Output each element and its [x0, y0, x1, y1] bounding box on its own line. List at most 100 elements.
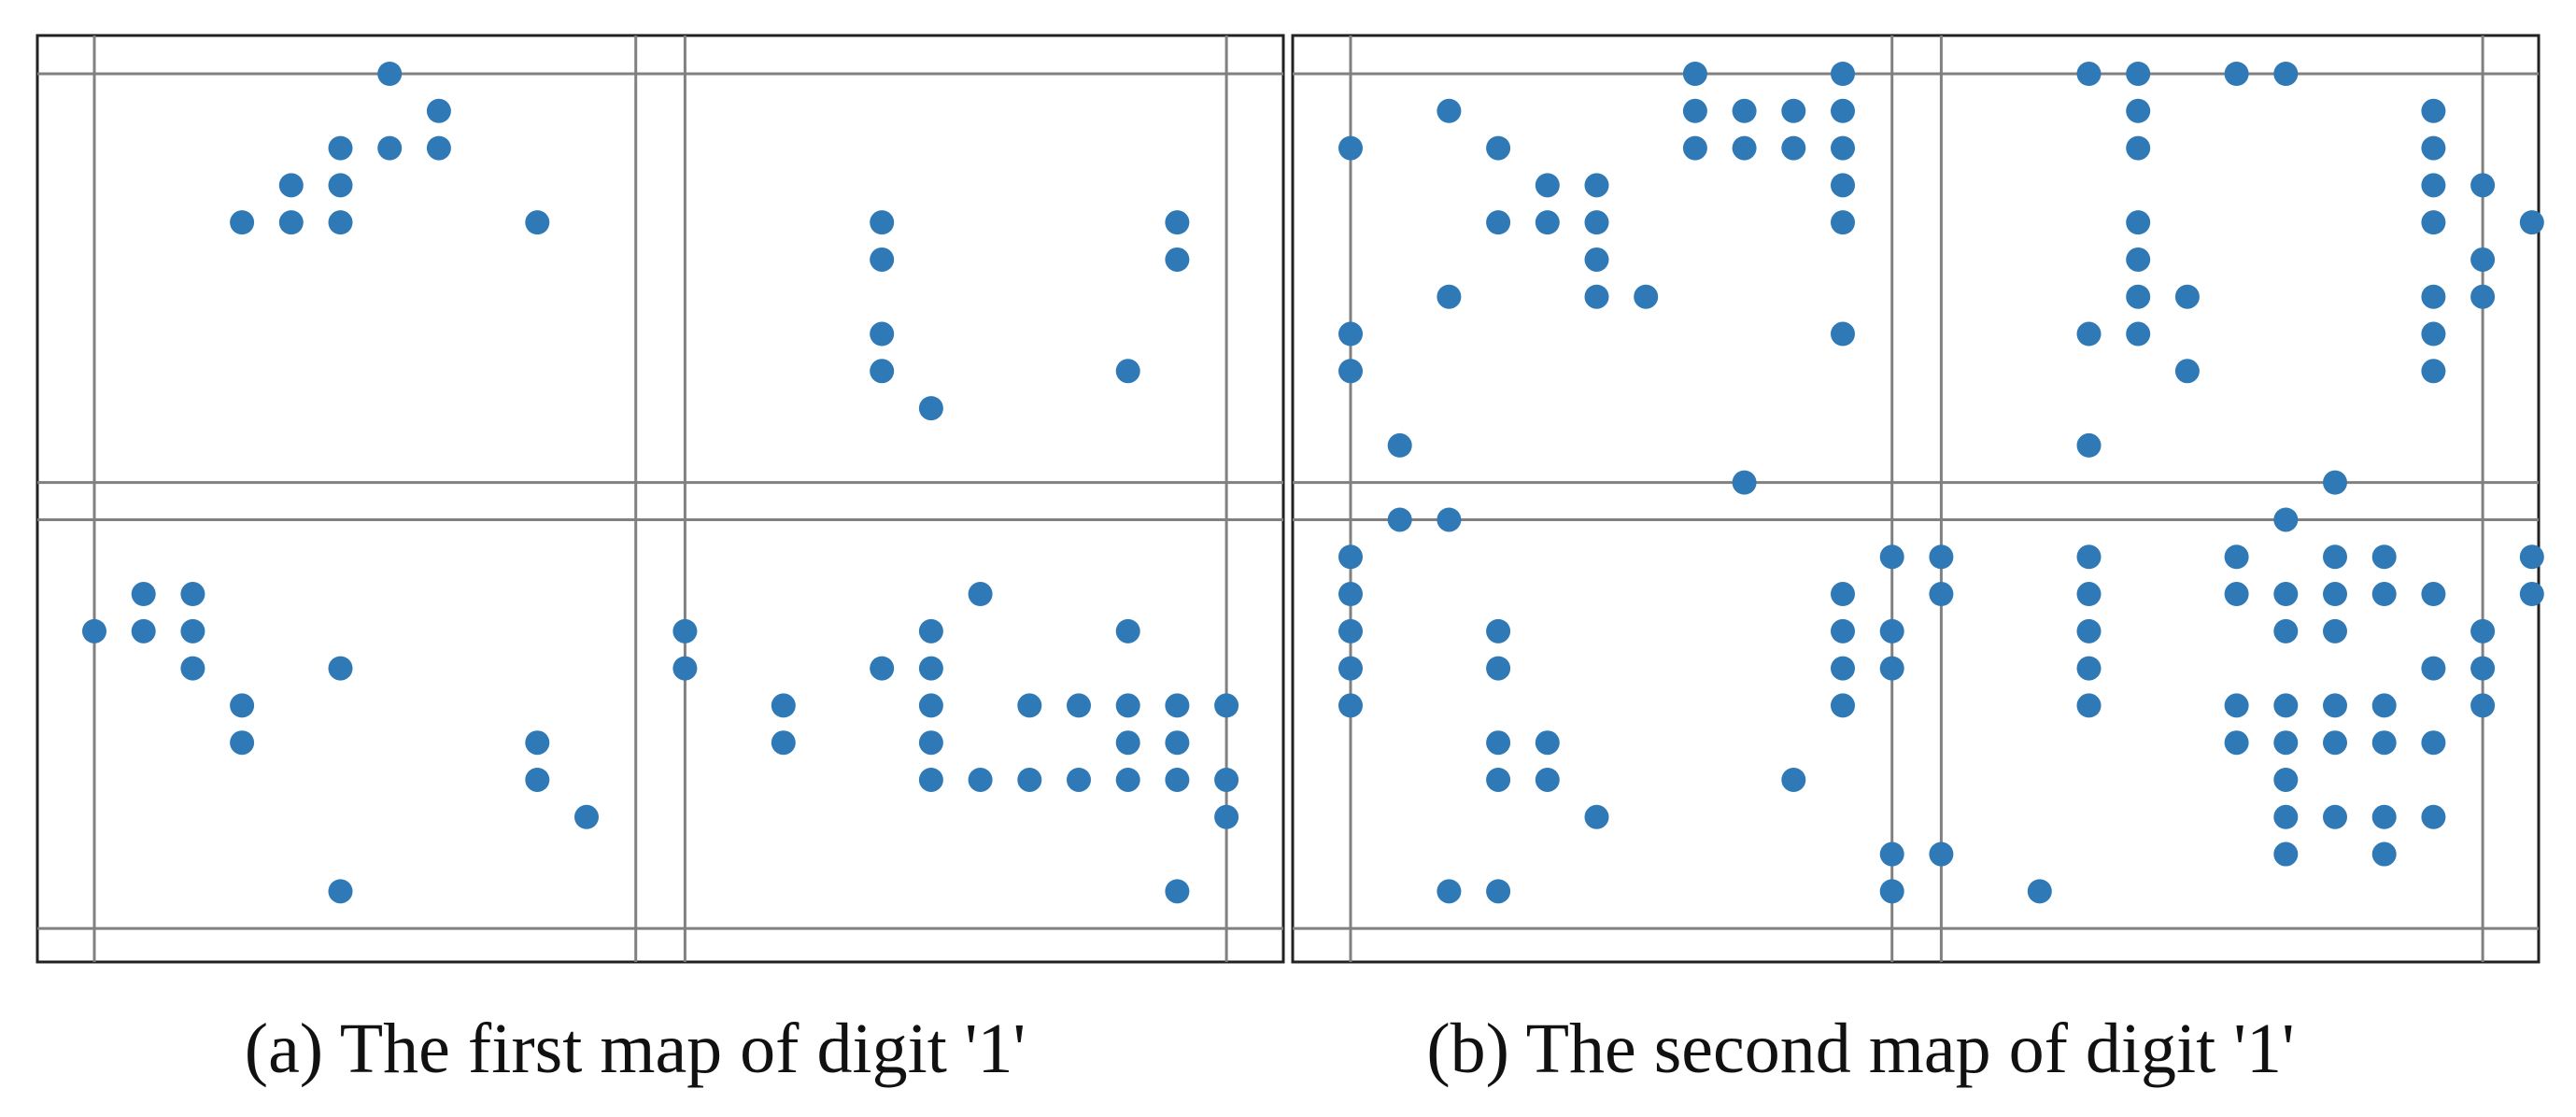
scatter-point [2224, 62, 2249, 86]
scatter-point [2421, 656, 2446, 681]
scatter-point [870, 210, 895, 235]
panel-frame [1291, 34, 2541, 964]
scatter-point [2421, 284, 2446, 309]
scatter-point [1437, 284, 1462, 309]
scatter-point [2076, 321, 2102, 346]
scatter-point [1338, 582, 1363, 607]
scatter-point [328, 879, 353, 904]
scatter-point [1732, 98, 1757, 123]
scatter-point [2421, 98, 2446, 123]
scatter-point [1214, 767, 1239, 792]
scatter-point [1535, 767, 1560, 792]
scatter-point [771, 730, 796, 756]
scatter-point [1879, 879, 1904, 904]
scatter-point [2273, 62, 2299, 86]
scatter-point [1831, 693, 1855, 718]
scatter-point [377, 62, 403, 86]
scatter-point [2076, 432, 2102, 458]
scatter-point [1067, 693, 1091, 718]
scatter-point [131, 582, 156, 607]
scatter-point [377, 135, 403, 161]
scatter-point [2421, 730, 2446, 756]
scatter-point [870, 247, 895, 272]
scatter-point [1338, 618, 1363, 643]
scatter-point [2470, 693, 2496, 718]
scatter-point [2371, 841, 2397, 867]
scatter-point [2224, 544, 2249, 570]
scatter-point [426, 98, 451, 123]
scatter-point [1584, 284, 1609, 309]
scatter-point [1338, 693, 1363, 718]
scatter-point [2323, 693, 2347, 718]
scatter-point [1338, 135, 1363, 161]
scatter-point [2371, 582, 2397, 607]
panel-a [35, 34, 1285, 964]
scatter-point [771, 693, 796, 718]
scatter-point [1682, 135, 1707, 161]
scatter-point [278, 173, 304, 198]
scatter-point [2126, 247, 2151, 272]
scatter-point [1831, 210, 1855, 235]
scatter-point [1115, 730, 1140, 756]
scatter-point [672, 656, 698, 681]
scatter-point [2470, 284, 2496, 309]
scatter-point [918, 693, 943, 718]
scatter-point [2273, 841, 2299, 867]
scatter-point [2076, 693, 2102, 718]
scatter-point [870, 359, 895, 384]
scatter-point [2076, 544, 2102, 570]
scatter-point [525, 730, 550, 756]
scatter-point [2323, 544, 2347, 570]
scatter-point [2224, 730, 2249, 756]
scatter-point [1831, 135, 1855, 161]
scatter-point [2519, 582, 2544, 607]
scatter-point [426, 135, 451, 161]
scatter-point [1781, 98, 1806, 123]
scatter-point [574, 804, 599, 829]
scatter-point [1535, 210, 1560, 235]
scatter-point [2371, 804, 2397, 829]
scatter-point [2323, 618, 2347, 643]
scatter-point [1486, 210, 1511, 235]
panel-b [1291, 34, 2544, 964]
scatter-point [1781, 767, 1806, 792]
scatter-point [1732, 470, 1757, 495]
scatter-point [1584, 804, 1609, 829]
scatter-point [918, 767, 943, 792]
scatter-point [1214, 693, 1239, 718]
scatter-point [2470, 618, 2496, 643]
scatter-point [2273, 507, 2299, 532]
scatter-point [328, 656, 353, 681]
scatter-point [82, 618, 106, 643]
scatter-point [968, 582, 993, 607]
scatter-point [1732, 135, 1757, 161]
scatter-point [1165, 730, 1190, 756]
scatter-point [2076, 656, 2102, 681]
scatter-point [1831, 321, 1855, 346]
scatter-point [1017, 767, 1042, 792]
scatter-point [1831, 62, 1855, 86]
scatter-point [1387, 432, 1412, 458]
scatter-point [2421, 804, 2446, 829]
scatter-point [2076, 582, 2102, 607]
scatter-point [1387, 507, 1412, 532]
scatter-point [1115, 359, 1140, 384]
scatter-point [2371, 693, 2397, 718]
scatter-point [1115, 693, 1140, 718]
scatter-point [1165, 693, 1190, 718]
scatter-point [1682, 98, 1707, 123]
scatter-point [1165, 247, 1190, 272]
scatter-point [2323, 582, 2347, 607]
scatter-point [131, 618, 156, 643]
scatter-point [672, 618, 698, 643]
scatter-point [2273, 767, 2299, 792]
scatter-point [1535, 730, 1560, 756]
scatter-point [1879, 656, 1904, 681]
scatter-point [870, 656, 895, 681]
scatter-point [1437, 98, 1462, 123]
scatter-point [2224, 693, 2249, 718]
scatter-point [918, 730, 943, 756]
scatter-point [1165, 767, 1190, 792]
caption-b: (b) The second map of digit '1' [1426, 1010, 2294, 1088]
scatter-point [2126, 210, 2151, 235]
